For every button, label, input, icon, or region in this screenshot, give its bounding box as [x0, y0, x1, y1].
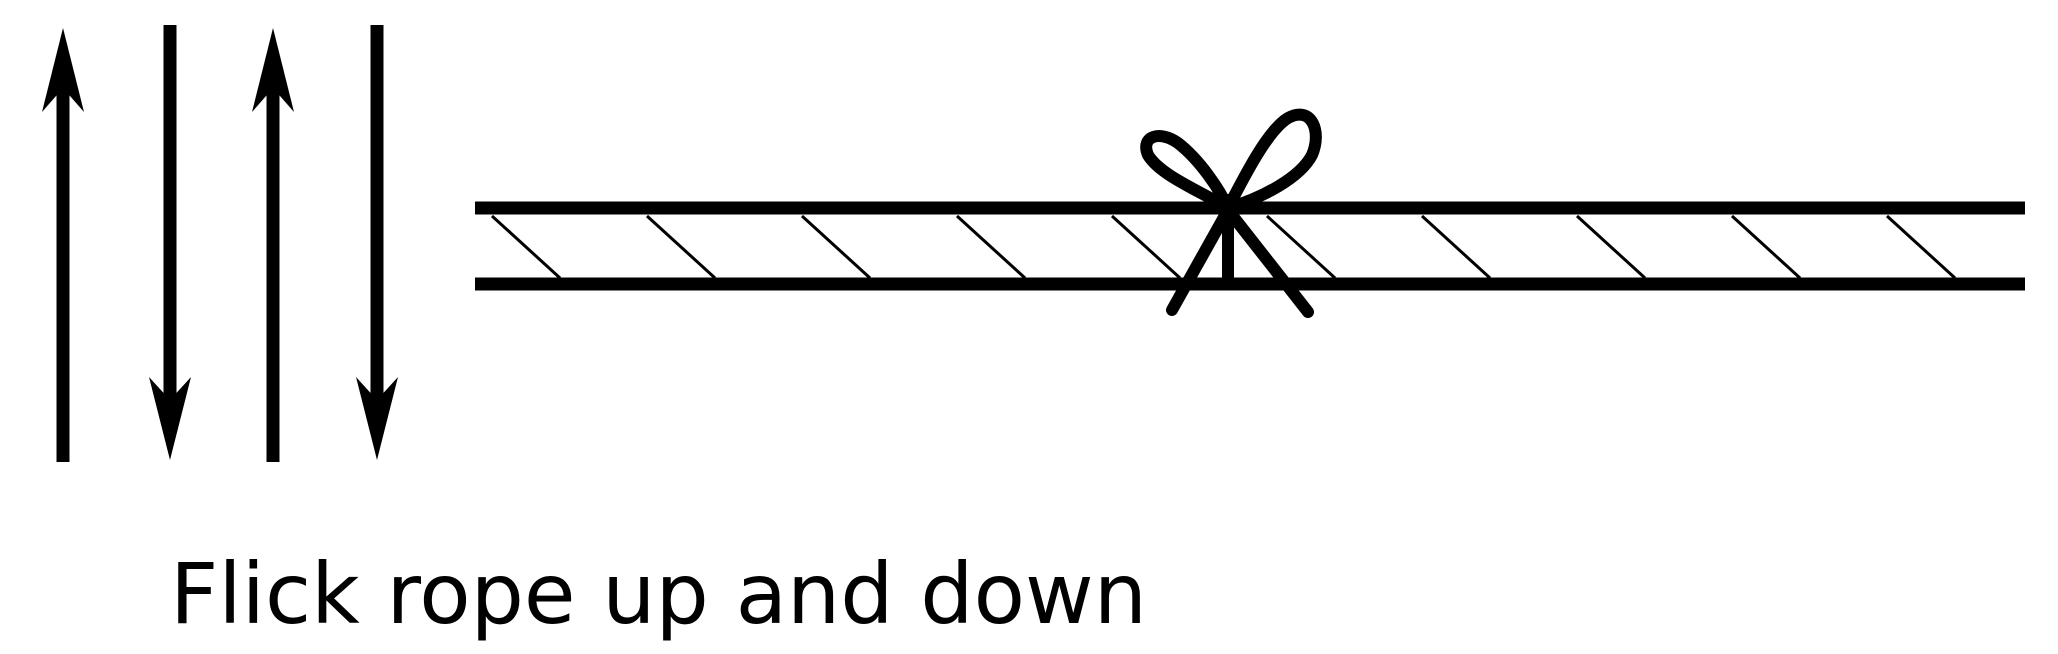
rope-stripe — [800, 214, 872, 280]
motion-arrows — [42, 25, 398, 462]
bow-right-tail — [1222, 204, 1314, 318]
rope — [475, 201, 2025, 291]
rope-stripe — [645, 214, 717, 280]
rope-stripe — [1420, 214, 1492, 280]
arrow-up-1 — [42, 28, 84, 462]
arrow-down-2 — [356, 25, 398, 460]
arrow-down-1 — [149, 25, 191, 460]
rope-stripe — [955, 214, 1027, 280]
bow-left-loop — [1140, 130, 1234, 214]
rope-stripe — [1885, 214, 1957, 280]
bow-right-loop — [1222, 108, 1322, 214]
arrow-up-2 — [252, 28, 294, 462]
rope-stripe — [1265, 214, 1337, 280]
bow-knot-marker — [1140, 108, 1322, 318]
rope-stripe — [490, 214, 562, 280]
rope-stripe — [1575, 214, 1647, 280]
rope-stripe — [1730, 214, 1802, 280]
rope-stripe — [1110, 214, 1182, 280]
bow-left-tail — [1166, 204, 1234, 316]
diagram-caption: Flick rope up and down — [170, 545, 1147, 643]
rope-stripes — [490, 214, 1957, 280]
